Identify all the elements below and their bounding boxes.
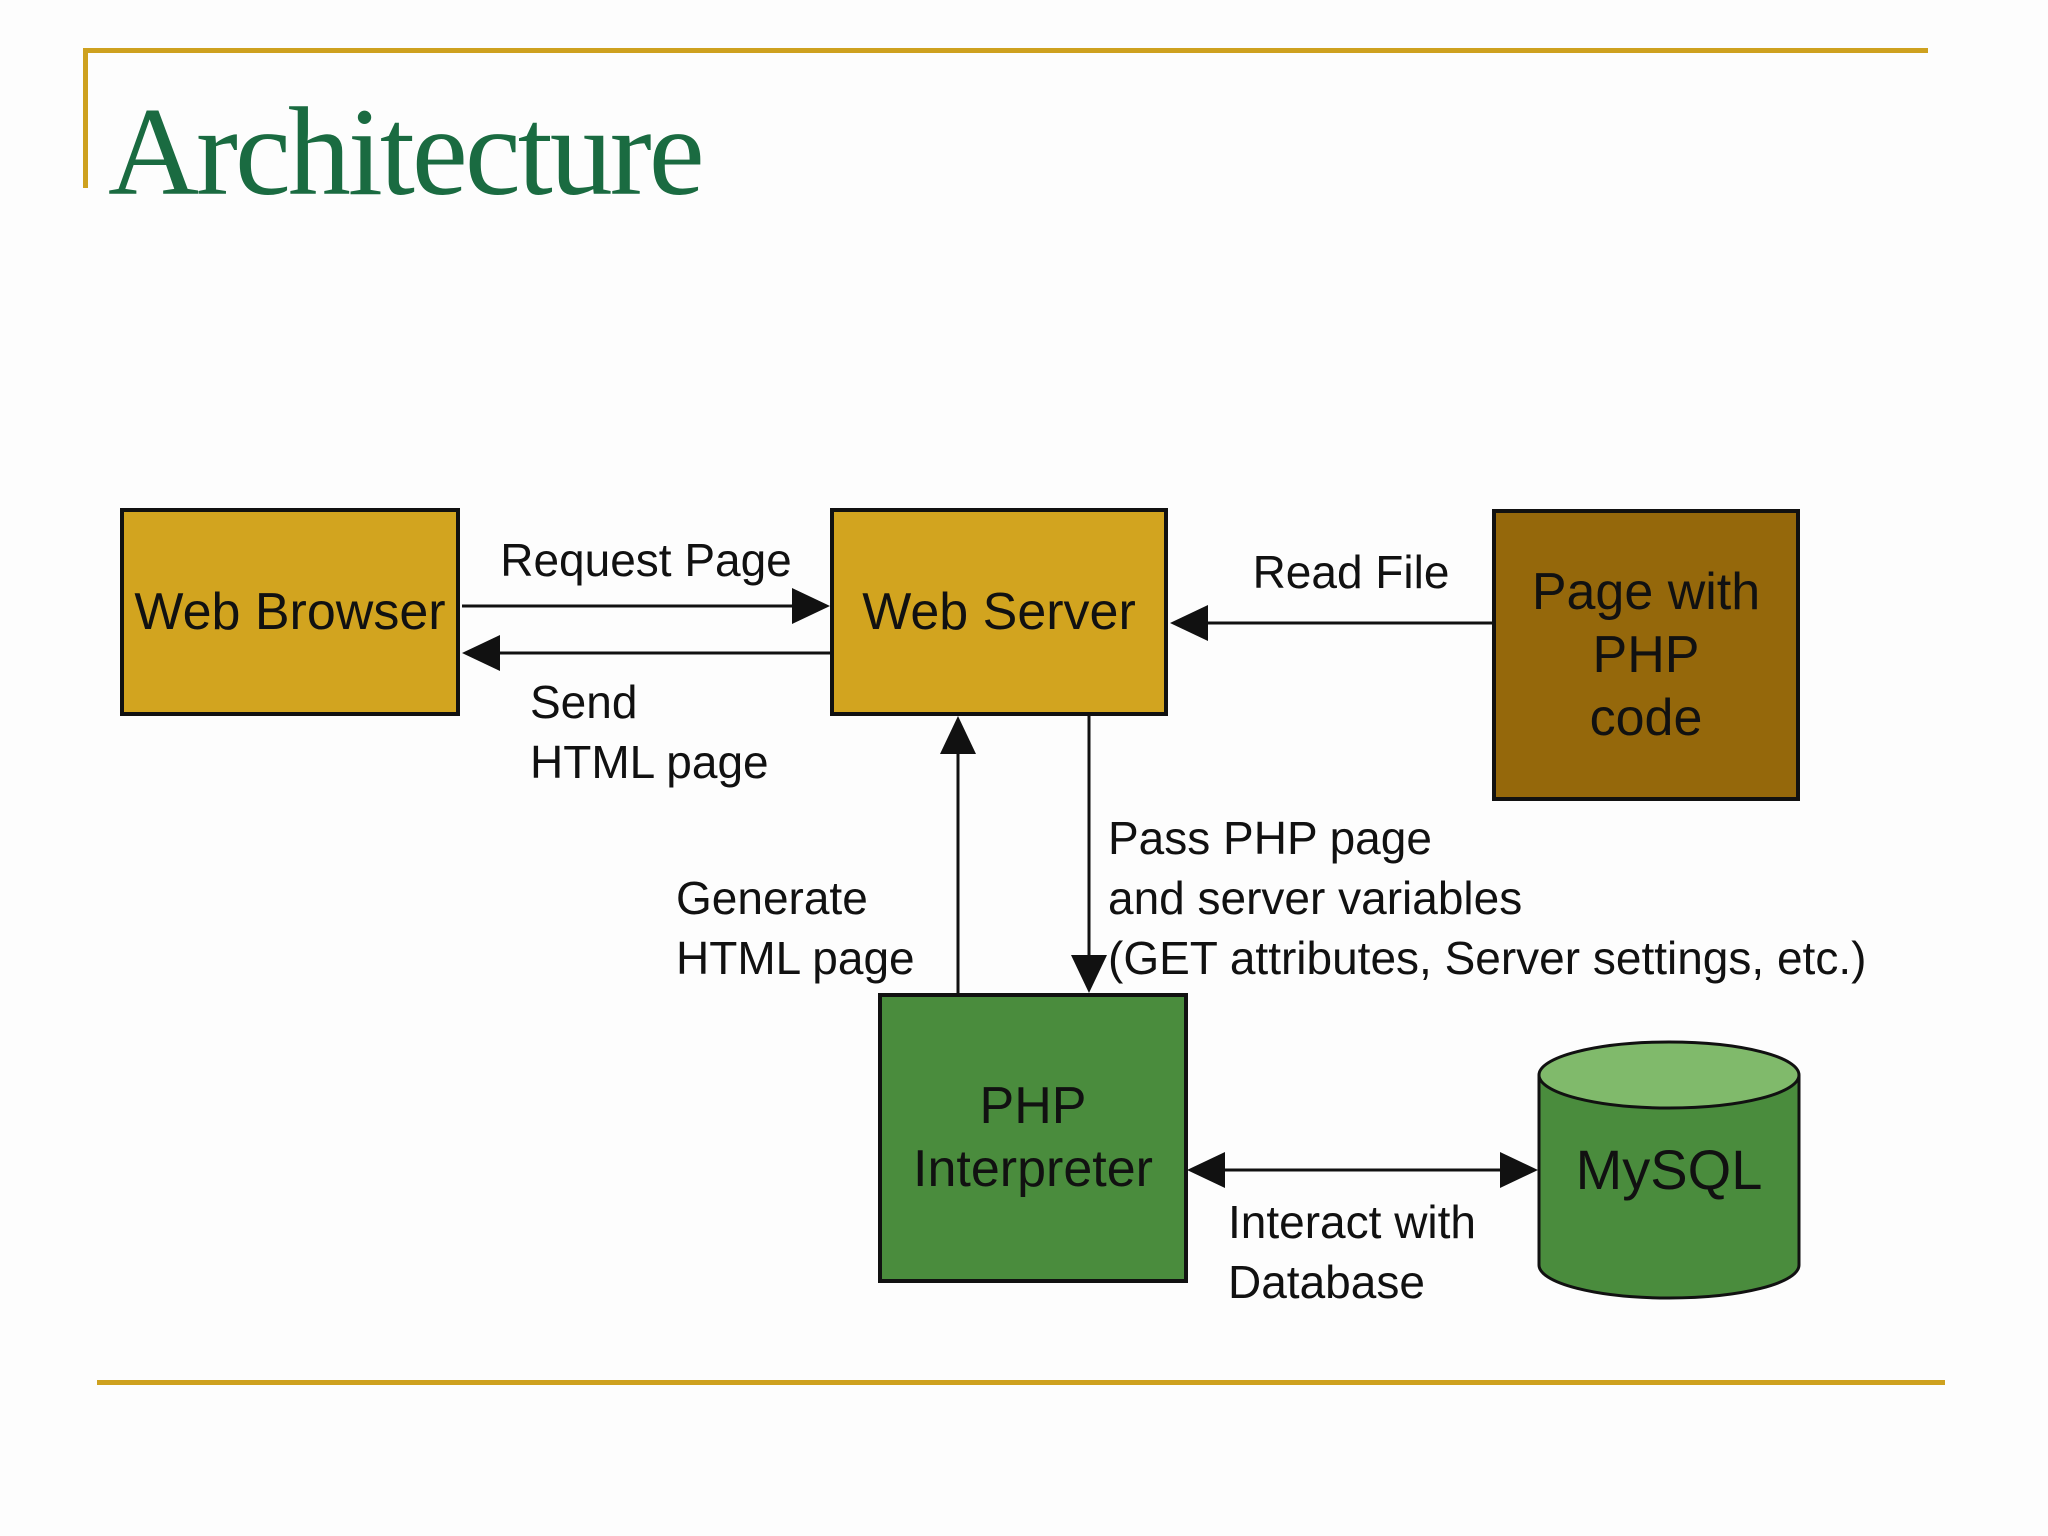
node-web-server: Web Server bbox=[830, 508, 1168, 716]
node-web-browser: Web Browser bbox=[120, 508, 460, 716]
edge-label-request-page: Request Page bbox=[500, 534, 792, 586]
database-cylinder-icon bbox=[1537, 1040, 1801, 1300]
node-php-interpreter: PHP Interpreter bbox=[878, 993, 1188, 1283]
node-php-interpreter-line: Interpreter bbox=[913, 1140, 1153, 1198]
edge-label-read-file: Read File bbox=[1252, 546, 1450, 598]
request-page-arrow bbox=[462, 588, 830, 624]
node-php-page-line: code bbox=[1589, 688, 1703, 747]
pass-php-arrow bbox=[1071, 715, 1107, 993]
read-file-arrow bbox=[1170, 605, 1492, 641]
edge-label-generate-html: Generate HTML page bbox=[676, 872, 915, 984]
top-rule bbox=[85, 48, 1928, 53]
slide-title: Architecture bbox=[108, 83, 705, 222]
node-php-interpreter-line: PHP bbox=[979, 1077, 1087, 1135]
left-rule bbox=[83, 48, 88, 188]
node-mysql-label: MySQL bbox=[1575, 1138, 1763, 1201]
node-php-page-line: Page with bbox=[1531, 562, 1761, 621]
generate-html-arrow bbox=[940, 716, 976, 993]
send-html-arrow bbox=[462, 635, 830, 671]
node-php-page: Page with PHP code bbox=[1492, 509, 1800, 801]
interact-database-arrow bbox=[1187, 1152, 1538, 1188]
node-web-server-label: Web Server bbox=[862, 582, 1136, 641]
bottom-rule bbox=[97, 1380, 1945, 1385]
edge-label-send-html: Send HTML page bbox=[530, 676, 769, 788]
node-web-browser-label: Web Browser bbox=[134, 582, 446, 641]
node-php-page-line: PHP bbox=[1592, 625, 1700, 684]
edge-label-interact-database: Interact with Database bbox=[1228, 1196, 1476, 1308]
edge-label-pass-php: Pass PHP page and server variables (GET … bbox=[1108, 812, 1867, 984]
